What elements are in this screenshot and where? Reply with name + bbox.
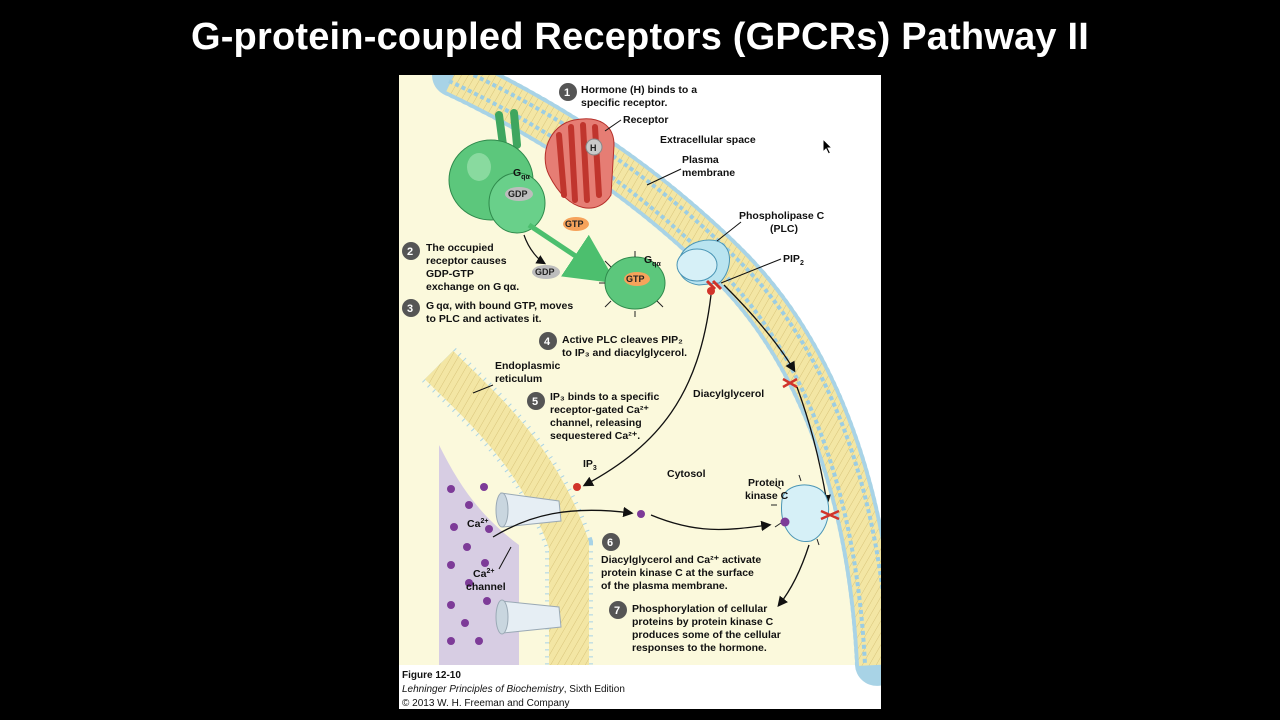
dag-path-arrow [723, 284, 796, 373]
ca-channel-pointer [498, 546, 512, 570]
svg-text:Hormone (H) binds to a: Hormone (H) binds to a [581, 84, 697, 96]
svg-text:2: 2 [407, 246, 413, 258]
plasma-membrane-label-line1: Plasma [682, 154, 719, 166]
svg-text:sequestered Ca²⁺.: sequestered Ca²⁺. [550, 430, 640, 442]
svg-text:of the plasma membrane.: of the plasma membrane. [601, 580, 728, 592]
svg-text:GDP-GTP: GDP-GTP [426, 268, 474, 280]
calcium-ions-stored [447, 483, 493, 645]
step-4: 4 Active PLC cleaves PIP₂ to IP₃ and dia… [539, 332, 687, 359]
caption-book: Lehninger Principles of Biochemistry, Si… [402, 684, 625, 695]
ca-to-pkc-arrow [650, 514, 772, 532]
svg-text:Active PLC cleaves PIP₂: Active PLC cleaves PIP₂ [562, 334, 683, 346]
extracellular-label: Extracellular space [660, 134, 756, 146]
svg-text:Phosphorylation of cellular: Phosphorylation of cellular [632, 603, 767, 615]
ca-label-lumen: Ca2+ [467, 518, 488, 530]
mouse-cursor-icon [822, 138, 834, 155]
svg-text:3: 3 [407, 303, 413, 315]
dag-label: Diacylglycerol [693, 388, 764, 400]
svg-text:exchange on G qα.: exchange on G qα. [426, 281, 519, 293]
slide-title: G-protein-coupled Receptors (GPCRs) Path… [190, 16, 1090, 58]
svg-text:to PLC and activates it.: to PLC and activates it. [426, 313, 542, 325]
receptor-label: Receptor [623, 114, 669, 126]
step-5: 5 IP₃ binds to a specific receptor-gated… [527, 391, 659, 442]
step-2: 2 The occupied receptor causes GDP-GTP e… [402, 242, 519, 293]
svg-text:channel, releasing: channel, releasing [550, 417, 642, 429]
gtp-pill-free [563, 217, 589, 231]
hormone [585, 138, 603, 156]
gdp-label-free: GDP [535, 267, 555, 277]
calcium-ion-released [637, 510, 645, 518]
svg-text:to IP₃ and diacylglycerol.: to IP₃ and diacylglycerol. [562, 347, 687, 359]
plc-pointer [716, 221, 742, 242]
step-7: 7 Phosphorylation of cellular proteins b… [609, 601, 781, 654]
svg-text:specific receptor.: specific receptor. [581, 97, 667, 109]
svg-text:1: 1 [564, 87, 570, 99]
pkc-label-line2: kinase C [745, 490, 789, 502]
pip2-head [707, 287, 715, 295]
svg-text:The occupied: The occupied [426, 242, 494, 254]
svg-text:4: 4 [544, 336, 551, 348]
ca-channel-upper [495, 492, 562, 528]
extracellular-region [454, 75, 881, 665]
svg-text:6: 6 [607, 537, 613, 549]
ip3-molecule [573, 483, 581, 491]
er-label-line1: Endoplasmic [495, 360, 561, 372]
step-6: 6 Diacylglycerol and Ca²⁺ activate prote… [601, 533, 761, 592]
gdp-pill-bound [505, 187, 533, 201]
gtp-pill-bound [624, 272, 650, 286]
ip3-path-arrow [582, 294, 712, 487]
er-pointer [472, 384, 494, 394]
pathway-diagram: Gqα GDP H Receptor GTP GDP Gqα GTP Phosp… [399, 75, 881, 709]
caption-figure: Figure 12-10 [402, 670, 461, 681]
ca-channel-lower [495, 599, 562, 635]
cytosol-label: Cytosol [667, 468, 706, 480]
plc-label-line2: (PLC) [770, 223, 798, 235]
svg-text:IP₃ binds to a specific: IP₃ binds to a specific [550, 391, 659, 403]
dag-to-pkc-arrow [796, 386, 831, 506]
gdp-release-arrow [523, 234, 547, 265]
dag-lipid [782, 377, 798, 389]
svg-text:receptor-gated Ca²⁺: receptor-gated Ca²⁺ [550, 404, 649, 416]
pip2-pointer [720, 258, 782, 284]
gq-move-arrow [527, 222, 617, 284]
ca-release-arrow [492, 506, 634, 538]
svg-text:protein kinase C at the surfac: protein kinase C at the surface [601, 567, 754, 579]
gdp-label-bound: GDP [508, 189, 528, 199]
plasma-membrane-label-line2: membrane [682, 167, 735, 179]
plc-label-line1: Phospholipase C [739, 210, 825, 222]
ip3-label: IP3 [583, 458, 597, 472]
protein-kinase-c [771, 474, 829, 546]
svg-text:Diacylglycerol and Ca²⁺ activa: Diacylglycerol and Ca²⁺ activate [601, 554, 761, 566]
caption-copyright: © 2013 W. H. Freeman and Company [402, 698, 569, 709]
gtp-label-free: GTP [565, 219, 584, 229]
svg-text:G qα, with bound GTP, moves: G qα, with bound GTP, moves [426, 300, 573, 312]
plasma-membrane [432, 75, 881, 687]
step-1: 1 Hormone (H) binds to a specific recept… [559, 83, 697, 109]
svg-text:proteins by protein kinase C: proteins by protein kinase C [632, 616, 774, 628]
pkc-label-line1: Protein [748, 477, 784, 489]
calcium-ion-bound [780, 517, 790, 527]
hormone-label: H [590, 143, 597, 153]
dag-lipid-bound [820, 509, 840, 521]
gq-label-inactive: Gqα [513, 167, 530, 181]
gq-label-active: Gqα [644, 254, 661, 268]
er-label-line2: reticulum [495, 373, 542, 385]
phospholipase-c [676, 239, 730, 286]
receptor-pointer [604, 119, 622, 132]
svg-text:5: 5 [532, 396, 538, 408]
step-3: 3 G qα, with bound GTP, moves to PLC and… [402, 299, 573, 325]
ca-channel-label-line1: Ca2+ [473, 568, 494, 580]
gtp-label-bound: GTP [626, 274, 645, 284]
svg-text:responses to the hormone.: responses to the hormone. [632, 642, 767, 654]
pkc-response-arrow [777, 544, 810, 608]
svg-text:7: 7 [614, 605, 620, 617]
gdp-pill-free [532, 265, 560, 279]
plasma-membrane-pointer [646, 168, 682, 186]
pip2-label: PIP2 [783, 253, 804, 267]
svg-text:receptor causes: receptor causes [426, 255, 507, 267]
ca-channel-label-line2: channel [466, 581, 506, 593]
pathway-figure: Gqα GDP H Receptor GTP GDP Gqα GTP Phosp… [399, 75, 881, 709]
svg-text:produces some of the cellular: produces some of the cellular [632, 629, 781, 641]
pip2-lipid [705, 279, 723, 291]
